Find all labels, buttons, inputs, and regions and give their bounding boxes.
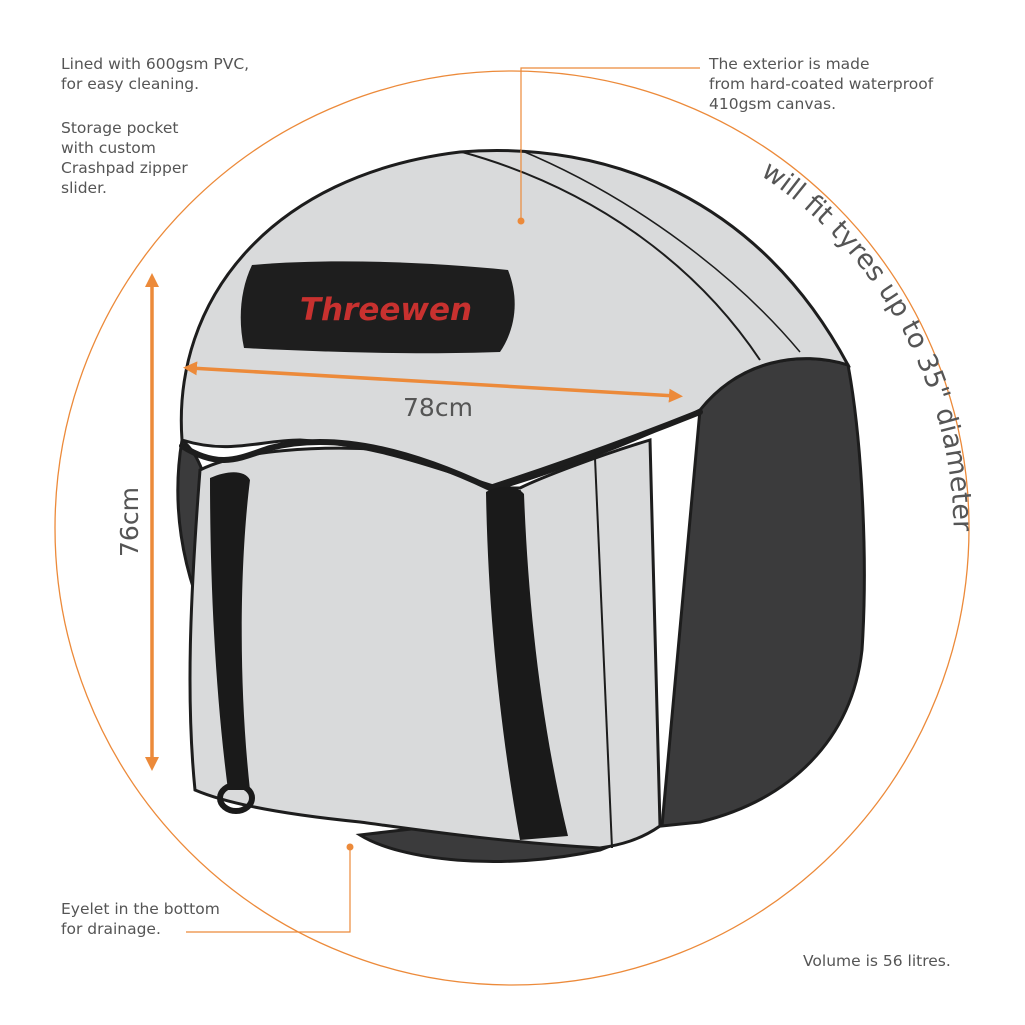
height-label: 76cm (115, 487, 144, 557)
eyelet-note: Eyelet in the bottom for drainage. (61, 900, 220, 938)
pocket-note: Storage pocket with custom Crashpad zipp… (61, 119, 188, 197)
lid-seam-2 (519, 149, 801, 353)
eyelet-leader (186, 850, 351, 933)
bag-side-panel (660, 357, 866, 828)
front-seam-right (594, 457, 613, 849)
width-arrow (183, 361, 683, 403)
eyelet-leader-dot (346, 843, 354, 851)
volume-note: Volume is 56 litres. (803, 952, 951, 970)
brand-label: Threewen (300, 292, 472, 328)
width-label: 78cm (403, 393, 473, 422)
lid-seam-1 (461, 151, 761, 361)
center-strap (486, 486, 568, 840)
bag-body (188, 437, 662, 850)
brand-patch (240, 261, 515, 354)
lining-note: Lined with 600gsm PVC, for easy cleaning… (61, 55, 250, 93)
tyre-outline-circle (54, 70, 970, 986)
lid-rim (179, 409, 703, 492)
exterior-note: The exterior is made from hard-coated wa… (709, 55, 934, 113)
exterior-leader-dot (517, 217, 525, 225)
drainage-eyelet (217, 782, 255, 814)
exterior-leader (520, 67, 700, 218)
left-strap (210, 472, 250, 790)
